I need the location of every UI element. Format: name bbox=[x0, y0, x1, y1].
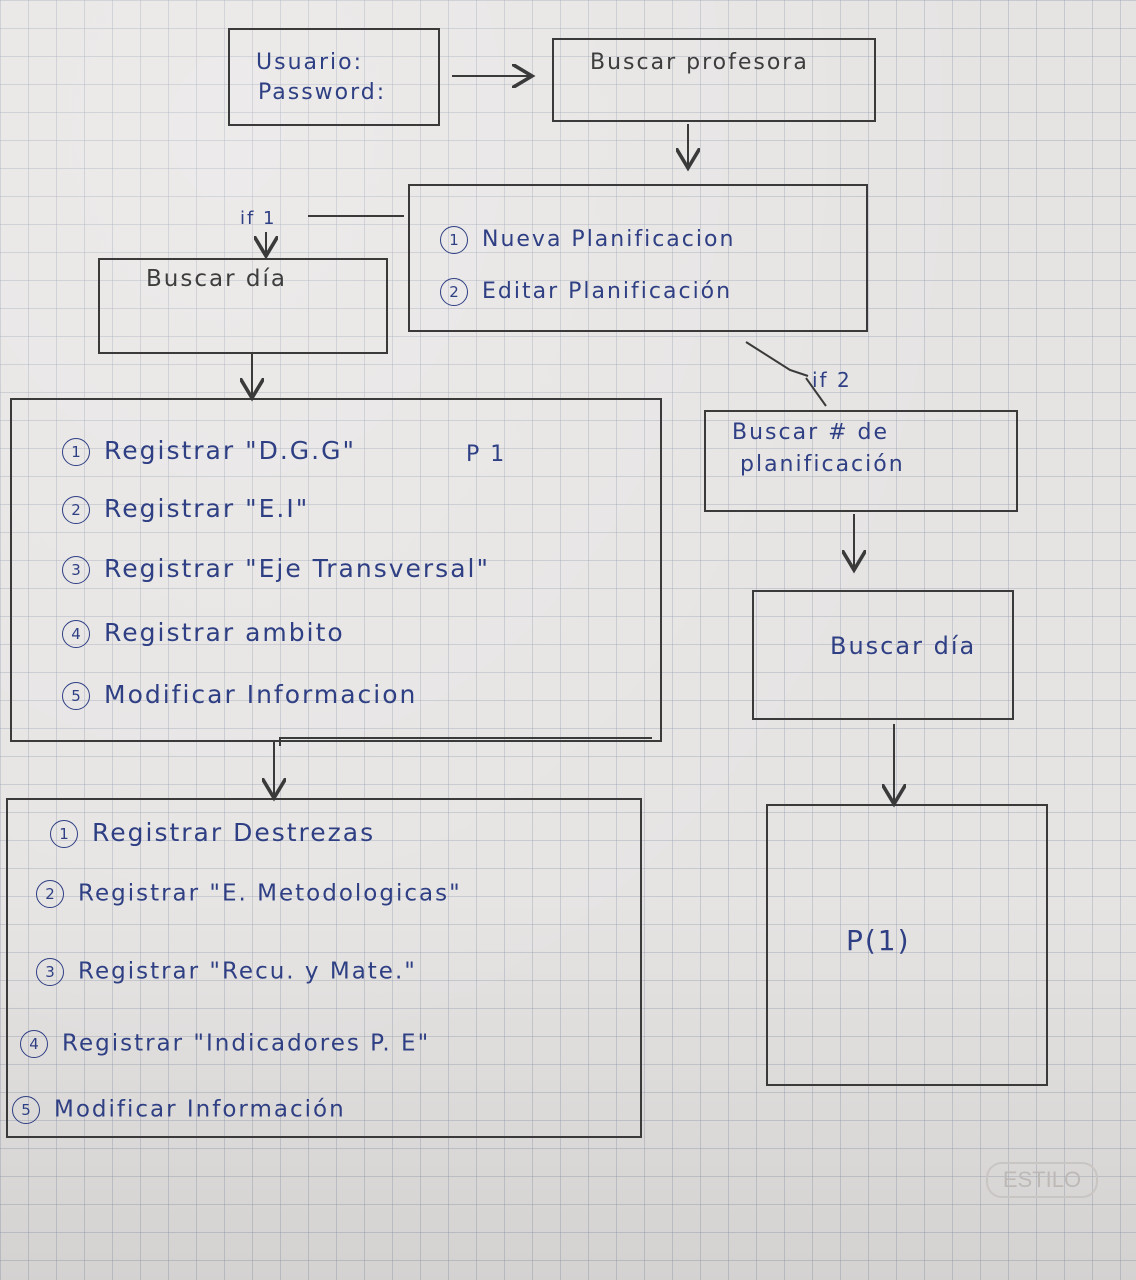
register-item-label: Modificar Informacion bbox=[104, 680, 418, 709]
number-badge: 5 bbox=[62, 682, 90, 710]
register2-item-2: 2 Registrar "E. Metodologicas" bbox=[36, 880, 462, 908]
search-day-left-box bbox=[98, 258, 388, 354]
search-day-left-label: Buscar día bbox=[146, 266, 287, 292]
number-badge: 4 bbox=[62, 620, 90, 648]
register-item-1: 1 Registrar "D.G.G" bbox=[62, 436, 356, 466]
register2-item-label: Registrar "E. Metodologicas" bbox=[78, 880, 462, 907]
number-badge: 4 bbox=[20, 1030, 48, 1058]
register-item-label: Registrar ambito bbox=[104, 618, 345, 647]
register2-item-3: 3 Registrar "Recu. y Mate." bbox=[36, 958, 417, 986]
register-item-2: 2 Registrar "E.I" bbox=[62, 494, 309, 524]
register2-item-label: Modificar Información bbox=[54, 1096, 346, 1123]
register-box-2 bbox=[6, 798, 642, 1138]
register2-item-1: 1 Registrar Destrezas bbox=[50, 818, 375, 848]
number-badge: 3 bbox=[36, 958, 64, 986]
p-box-label: P(1) bbox=[846, 924, 911, 957]
search-plan-box bbox=[704, 410, 1018, 512]
password-label: Password: bbox=[258, 80, 387, 105]
number-badge: 5 bbox=[12, 1096, 40, 1124]
p-box bbox=[766, 804, 1048, 1086]
new-plan-label: Nueva Planificacion bbox=[482, 227, 736, 252]
register-item-label: Registrar "Eje Transversal" bbox=[104, 554, 490, 583]
register-item-5: 5 Modificar Informacion bbox=[62, 680, 417, 710]
number-badge: 1 bbox=[50, 820, 78, 848]
arrow-register-to-second bbox=[279, 737, 652, 746]
register2-item-5: 5 Modificar Información bbox=[12, 1096, 346, 1124]
register-note: P 1 bbox=[466, 442, 507, 467]
search-plan-line2: planificación bbox=[740, 452, 905, 477]
register-box-1 bbox=[10, 398, 662, 742]
search-teacher-label: Buscar profesora bbox=[590, 50, 809, 75]
register-item-3: 3 Registrar "Eje Transversal" bbox=[62, 554, 490, 584]
if-one-label: if 1 bbox=[240, 208, 277, 229]
search-plan-line1: Buscar # de bbox=[732, 420, 890, 445]
line-if-two bbox=[745, 341, 809, 377]
register-item-4: 4 Registrar ambito bbox=[62, 618, 345, 648]
register-item-label: Registrar "D.G.G" bbox=[104, 436, 356, 465]
usuario-label: Usuario: bbox=[256, 50, 364, 75]
search-day-right-box bbox=[752, 590, 1014, 720]
menu-item-edit: 2 Editar Planificación bbox=[440, 278, 732, 306]
number-badge: 3 bbox=[62, 556, 90, 584]
line-if-two-down bbox=[805, 377, 827, 407]
number-badge: 1 bbox=[62, 438, 90, 466]
menu-item-new: 1 Nueva Planificacion bbox=[440, 226, 735, 254]
register2-item-label: Registrar "Recu. y Mate." bbox=[78, 958, 417, 985]
register2-item-label: Registrar "Indicadores P. E" bbox=[62, 1030, 431, 1057]
register2-item-label: Registrar Destrezas bbox=[92, 818, 376, 847]
number-badge: 2 bbox=[62, 496, 90, 524]
number-badge: 2 bbox=[440, 278, 468, 306]
if-two-label: if 2 bbox=[812, 368, 852, 392]
register2-item-4: 4 Registrar "Indicadores P. E" bbox=[20, 1030, 430, 1058]
estilo-stamp: ESTILO bbox=[986, 1162, 1098, 1198]
search-teacher-box bbox=[552, 38, 876, 122]
number-badge: 1 bbox=[440, 226, 468, 254]
login-box bbox=[228, 28, 440, 126]
menu-box bbox=[408, 184, 868, 332]
number-badge: 2 bbox=[36, 880, 64, 908]
register-item-label: Registrar "E.I" bbox=[104, 494, 310, 523]
search-day-right-label: Buscar día bbox=[830, 632, 977, 660]
edit-plan-label: Editar Planificación bbox=[482, 279, 733, 304]
